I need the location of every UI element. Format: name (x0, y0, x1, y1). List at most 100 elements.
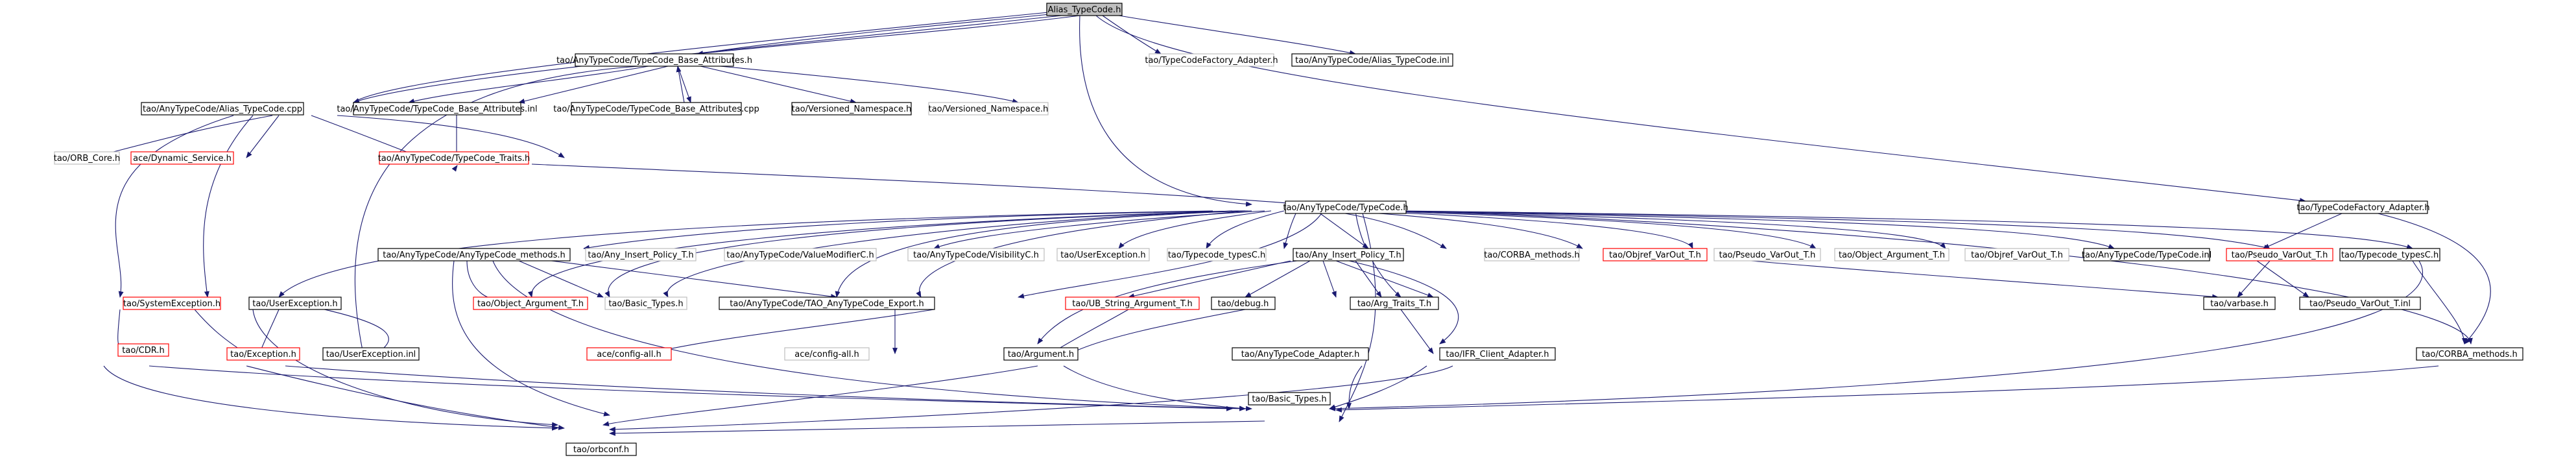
node-typecode-base-attributes-cpp[interactable]: tao/AnyTypeCode/TypeCode_Base_Attributes… (553, 102, 759, 115)
node-arg-traits-t[interactable]: tao/Arg_Traits_T.h (1350, 297, 1439, 310)
node-label: tao/UB_String_Argument_T.h (1072, 299, 1192, 309)
node-alias-typecode-h[interactable]: Alias_TypeCode.h (1046, 3, 1123, 16)
node-label: tao/Objref_VarOut_T.h (1609, 250, 1701, 260)
node-label: tao/AnyTypeCode/TypeCode_Base_Attributes… (556, 56, 752, 66)
node-typecode-typesc-grey[interactable]: tao/Typecode_typesC.h (1167, 248, 1267, 261)
node-typecode-h[interactable]: tao/AnyTypeCode/TypeCode.h (1283, 200, 1409, 214)
node-label: tao/CORBA_methods.h (1484, 250, 1579, 260)
node-alias-typecode-cpp[interactable]: tao/AnyTypeCode/Alias_TypeCode.cpp (141, 102, 304, 115)
node-label: tao/varbase.h (2210, 299, 2269, 309)
node-label: tao/AnyTypeCode_Adapter.h (1241, 350, 1360, 359)
node-typecode-inl[interactable]: tao/AnyTypeCode/TypeCode.inl (2082, 248, 2212, 261)
node-typecode-base-attributes-inl[interactable]: tao/AnyTypeCode/TypeCode_Base_Attributes… (337, 102, 538, 115)
node-label: tao/Pseudo_VarOut_T.inl (2309, 299, 2411, 309)
node-versioned-namespace-grey[interactable]: tao/Versioned_Namespace.h (928, 102, 1049, 115)
node-label: tao/Exception.h (230, 350, 296, 359)
node-label: ace/config-all.h (597, 350, 662, 359)
node-label: tao/Basic_Types.h (1252, 394, 1326, 404)
node-typecodefactory-adapter-grey[interactable]: tao/TypeCodeFactory_Adapter.h (1145, 53, 1278, 67)
node-label: tao/UserException.h (252, 299, 337, 309)
node-label: tao/UserException.inl (326, 350, 416, 359)
node-typecode-traits-h[interactable]: tao/AnyTypeCode/TypeCode_Traits.h (378, 151, 531, 165)
node-alias-typecode-inl[interactable]: tao/AnyTypeCode/Alias_TypeCode.inl (1291, 53, 1453, 67)
node-corba-methods-grey[interactable]: tao/CORBA_methods.h (1484, 248, 1580, 261)
node-pseudo-varout-t-red[interactable]: tao/Pseudo_VarOut_T.h (2226, 248, 2333, 261)
node-orb-core-h[interactable]: tao/ORB_Core.h (54, 151, 121, 165)
node-corba-methods-h[interactable]: tao/CORBA_methods.h (2416, 347, 2523, 361)
node-ub-string-argument-t[interactable]: tao/UB_String_Argument_T.h (1065, 297, 1200, 310)
node-ifr-client-adapter-h[interactable]: tao/IFR_Client_Adapter.h (1439, 347, 1556, 361)
node-label: tao/SystemException.h (123, 299, 221, 309)
node-label: tao/Basic_Types.h (608, 299, 683, 309)
node-basic-types-grey[interactable]: tao/Basic_Types.h (604, 297, 687, 310)
node-label: tao/Any_Insert_Policy_T.h (588, 250, 693, 260)
node-label: tao/TypeCodeFactory_Adapter.h (2296, 203, 2429, 213)
node-config-all-red[interactable]: ace/config-all.h (586, 347, 672, 361)
node-typecodefactory-adapter-h[interactable]: tao/TypeCodeFactory_Adapter.h (2296, 200, 2430, 214)
node-anytypecode-methods-h[interactable]: tao/AnyTypeCode/AnyTypeCode_methods.h (377, 248, 571, 261)
node-label: ace/config-all.h (794, 350, 859, 359)
node-label: tao/AnyTypeCode/TypeCode_Base_Attributes… (553, 104, 759, 114)
node-visibilityc-h[interactable]: tao/AnyTypeCode/VisibilityC.h (907, 248, 1045, 261)
node-anytypecode-adapter-h[interactable]: tao/AnyTypeCode_Adapter.h (1232, 347, 1369, 361)
node-debug-h[interactable]: tao/debug.h (1211, 297, 1276, 310)
node-label: tao/AnyTypeCode/AnyTypeCode_methods.h (383, 250, 566, 260)
node-label: tao/TypeCodeFactory_Adapter.h (1145, 56, 1278, 66)
node-label: tao/AnyTypeCode/TAO_AnyTypeCode_Export.h (730, 299, 924, 309)
node-pseudo-varout-t-grey[interactable]: tao/Pseudo_VarOut_T.h (1713, 248, 1821, 261)
node-label: tao/Typecode_typesC.h (2341, 250, 2439, 260)
node-label: tao/Versioned_Namespace.h (929, 104, 1049, 114)
node-label: tao/Arg_Traits_T.h (1357, 299, 1431, 309)
node-userexception-inl[interactable]: tao/UserException.inl (322, 347, 420, 361)
dependency-edges (90, 8, 2491, 436)
node-config-all-grey[interactable]: ace/config-all.h (784, 347, 870, 361)
node-label: tao/AnyTypeCode/Alias_TypeCode.inl (1295, 56, 1449, 66)
node-label: tao/Any_Insert_Policy_T.h (1295, 250, 1401, 260)
node-label: tao/CORBA_methods.h (2422, 350, 2517, 359)
node-objref-varout-t-grey[interactable]: tao/Objref_VarOut_T.h (1964, 248, 2069, 261)
node-pseudo-varout-t-inl[interactable]: tao/Pseudo_VarOut_T.inl (2299, 297, 2421, 310)
node-typecode-typesc[interactable]: tao/Typecode_typesC.h (2339, 248, 2440, 261)
node-label: tao/Pseudo_VarOut_T.h (2232, 250, 2328, 260)
node-cdr-h[interactable]: tao/CDR.h (117, 343, 169, 357)
node-exception-h[interactable]: tao/Exception.h (226, 347, 300, 361)
node-label: Alias_TypeCode.h (1048, 5, 1121, 15)
node-any-insert-policy-t[interactable]: tao/Any_Insert_Policy_T.h (1293, 248, 1404, 261)
node-label: tao/AnyTypeCode/TypeCode_Traits.h (378, 154, 531, 163)
node-label: ace/Dynamic_Service.h (133, 154, 232, 163)
node-label: tao/CDR.h (122, 346, 164, 356)
node-tao-anytypecode-export-h[interactable]: tao/AnyTypeCode/TAO_AnyTypeCode_Export.h (719, 297, 935, 310)
node-label: tao/UserException.h (1060, 250, 1145, 260)
node-label: tao/Object_Argument_T.h (477, 299, 584, 309)
node-label: tao/AnyTypeCode/TypeCode.inl (2082, 250, 2212, 260)
node-label: tao/AnyTypeCode/ValueModifierC.h (726, 250, 874, 260)
node-argument-h[interactable]: tao/Argument.h (1003, 347, 1079, 361)
node-system-exception-h[interactable]: tao/SystemException.h (123, 297, 221, 310)
node-label: tao/AnyTypeCode/TypeCode_Base_Attributes… (337, 104, 537, 114)
node-versioned-namespace-h[interactable]: tao/Versioned_Namespace.h (791, 102, 912, 115)
node-label: tao/AnyTypeCode/VisibilityC.h (913, 250, 1039, 260)
node-any-insert-policy-grey[interactable]: tao/Any_Insert_Policy_T.h (585, 248, 697, 261)
node-basic-types-h[interactable]: tao/Basic_Types.h (1248, 392, 1331, 406)
node-dynamic-service-h[interactable]: ace/Dynamic_Service.h (130, 151, 234, 165)
node-label: tao/Argument.h (1008, 350, 1074, 359)
node-object-argument-t-red[interactable]: tao/Object_Argument_T.h (473, 297, 588, 310)
node-label: tao/Versioned_Namespace.h (792, 104, 912, 114)
node-valuemodifierc-h[interactable]: tao/AnyTypeCode/ValueModifierC.h (724, 248, 877, 261)
node-label: tao/AnyTypeCode/TypeCode.h (1283, 203, 1408, 213)
node-label: tao/Pseudo_VarOut_T.h (1719, 250, 1816, 260)
node-label: tao/Object_Argument_T.h (1839, 250, 1945, 260)
node-varbase-h[interactable]: tao/varbase.h (2203, 297, 2276, 310)
node-label: tao/debug.h (1218, 299, 1269, 309)
node-userexception-h[interactable]: tao/UserException.h (248, 297, 342, 310)
node-orbconf-h[interactable]: tao/orbconf.h (566, 442, 637, 456)
node-object-argument-t-grey[interactable]: tao/Object_Argument_T.h (1834, 248, 1950, 261)
node-label: tao/orbconf.h (573, 445, 629, 455)
node-typecode-base-attributes-h[interactable]: tao/AnyTypeCode/TypeCode_Base_Attributes… (556, 53, 752, 67)
node-objref-varout-t-red[interactable]: tao/Objref_VarOut_T.h (1603, 248, 1708, 261)
node-userexception-grey[interactable]: tao/UserException.h (1056, 248, 1150, 261)
node-label: tao/Typecode_typesC.h (1168, 250, 1265, 260)
node-label: tao/Objref_VarOut_T.h (1971, 250, 2063, 260)
node-label: tao/AnyTypeCode/Alias_TypeCode.cpp (143, 104, 302, 114)
